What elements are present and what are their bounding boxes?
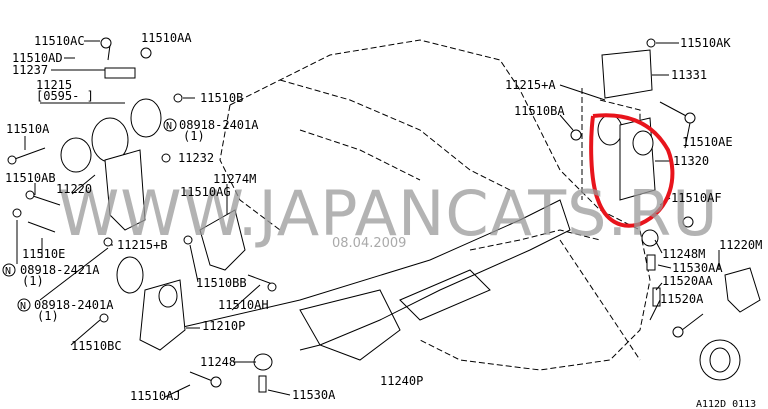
right-mount-11320 [570, 38, 696, 228]
label-11510AC: 11510AC [34, 34, 85, 48]
label-11220M: 11220M [719, 238, 762, 252]
label-11510AG: 11510AG [180, 185, 231, 199]
n-symbol-circle [163, 118, 177, 132]
label-08918-2421A: 08918-2421A [20, 263, 100, 277]
label-11215: 11215 [36, 78, 72, 92]
label-11520A: 11520A [660, 292, 704, 306]
n-symbol: N [20, 301, 26, 312]
bolts [7, 37, 277, 393]
engine-block-outline [219, 39, 651, 371]
label-08918-2401A-low-qty: (1) [37, 309, 59, 323]
leader-lines [16, 40, 720, 398]
label-11320: 11320 [673, 154, 709, 168]
label-11210P: 11210P [202, 319, 245, 333]
left-lower-mount-11210P [116, 209, 246, 351]
n-symbol-circle [17, 298, 31, 312]
label-08918-2401A-top-qty: (1) [183, 129, 205, 143]
label-08918-2401A-top: 08918-2401A [179, 118, 259, 132]
label-11274M: 11274M [213, 172, 256, 186]
label-11510AB: 11510AB [5, 171, 56, 185]
label-08918-2401A-low: 08918-2401A [34, 298, 114, 312]
date-stamp: 08.04.2009 [332, 236, 406, 251]
highlight-circle [589, 113, 675, 228]
figure-code: A112D 0113 [696, 399, 756, 409]
label-11510AA: 11510AA [141, 31, 192, 45]
label-08918-2421A-qty: (1) [22, 274, 44, 288]
crossmember-11240P [169, 199, 571, 361]
label-11215-date: [0595- ] [36, 89, 94, 103]
label-11510BA: 11510BA [514, 104, 565, 118]
left-mount-11220 [60, 44, 162, 231]
label-11510AE: 11510AE [682, 135, 733, 149]
label-11220: 11220 [56, 182, 92, 196]
label-11510AJ: 11510AJ [130, 389, 181, 403]
label-11510BC: 11510BC [71, 339, 122, 353]
label-11510AD: 11510AD [12, 51, 63, 65]
n-symbol: N [5, 266, 11, 277]
n-symbol-circle [2, 263, 16, 277]
label-11510A: 11510A [6, 122, 50, 136]
rear-mount-11220M [641, 229, 761, 381]
label-11510AK: 11510AK [680, 36, 731, 50]
label-11530AA: 11530AA [672, 261, 723, 275]
label-11215B: 11215+B [117, 238, 168, 252]
label-11510AF: 11510AF [671, 191, 722, 205]
label-11510E: 11510E [22, 247, 65, 261]
label-11331: 11331 [671, 68, 707, 82]
label-11510BB: 11510BB [196, 276, 247, 290]
label-11232: 11232 [178, 151, 214, 165]
label-11248M: 11248M [662, 247, 705, 261]
watermark-text: WWW.JAPANCATS.RU [58, 177, 719, 250]
label-11248: 11248 [200, 355, 236, 369]
label-11510AH: 11510AH [218, 298, 269, 312]
label-11510B: 11510B [200, 91, 243, 105]
label-11215A: 11215+A [505, 78, 556, 92]
label-11530A: 11530A [292, 388, 336, 402]
label-11237: 11237 [12, 63, 48, 77]
label-11240P: 11240P [380, 374, 423, 388]
label-11520AA: 11520AA [662, 274, 713, 288]
n-symbol: N [166, 121, 172, 132]
part-labels: 11510AC 11510AA 11510AD 11237 11215 [059… [2, 31, 762, 409]
